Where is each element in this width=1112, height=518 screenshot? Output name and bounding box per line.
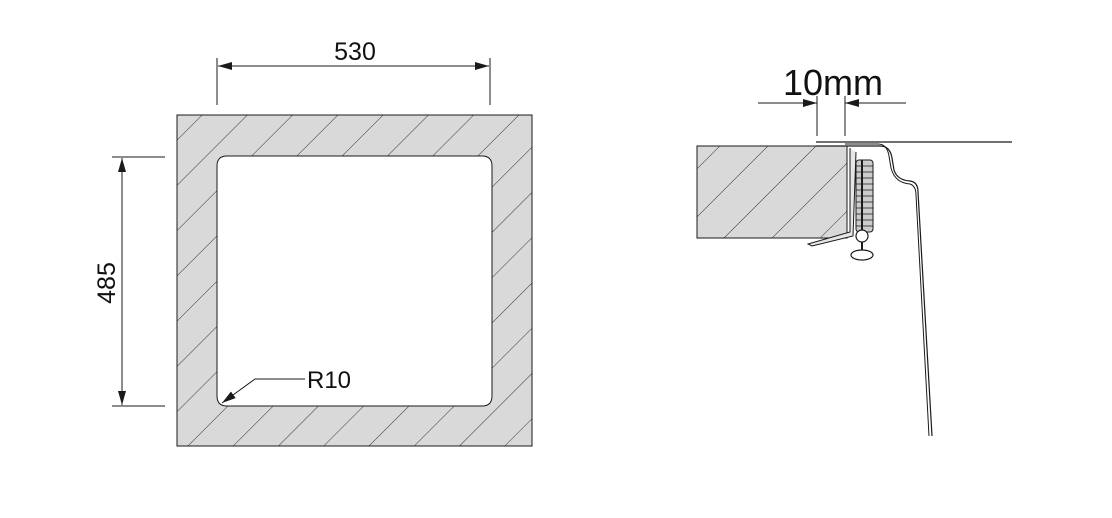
height-dimension: 485: [93, 156, 165, 407]
radius-leader-line: [221, 378, 305, 404]
sink-bowl-wall: [816, 145, 933, 437]
countertop-cutout-hatched: [176, 114, 533, 447]
radius-callout: R10: [221, 367, 351, 404]
section-view: 10mm: [696, 62, 1012, 437]
clip-nut: [855, 229, 869, 243]
mounting-clip: [806, 148, 874, 261]
radius-label: R10: [307, 367, 351, 394]
clip-bracket: [806, 148, 857, 247]
clip-spring-coils: [856, 165, 873, 227]
countertop-section-hatched: [696, 145, 848, 239]
sink-bowl-wall-inner: [845, 143, 930, 437]
width-label: 530: [334, 38, 376, 66]
height-label: 485: [93, 262, 121, 304]
overlap-dimension: 10mm: [758, 62, 906, 136]
overlap-label: 10mm: [783, 62, 883, 103]
plan-view: 530 485 R10: [93, 38, 533, 447]
width-dimension: 530: [216, 38, 491, 105]
clip-screw-head: [850, 249, 874, 261]
